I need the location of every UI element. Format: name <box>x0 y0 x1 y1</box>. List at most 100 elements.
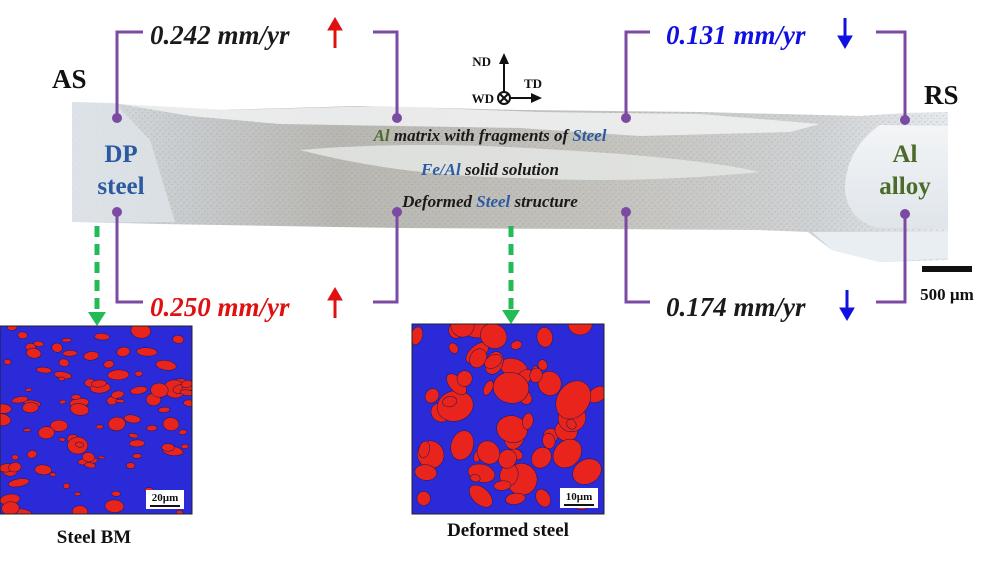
phase-grain <box>126 462 136 469</box>
scale-bar-label: 500 µm <box>920 285 974 304</box>
phase-grain <box>572 458 602 485</box>
bracket-dots <box>112 113 910 219</box>
phase-grain <box>62 350 78 357</box>
phase-grain <box>33 340 44 347</box>
phase-grain <box>529 367 543 383</box>
phase-grain <box>158 406 171 413</box>
phase-grain <box>58 376 66 381</box>
rate-top-left: 0.242 mm/yr <box>150 20 290 50</box>
phase-grain <box>58 358 70 367</box>
bracket-dot <box>112 113 122 123</box>
phase-grain <box>0 403 12 414</box>
phase-grain <box>94 333 110 341</box>
phase-grain <box>418 440 430 459</box>
phase-grain <box>7 478 30 488</box>
axis-nd: ND <box>472 54 491 69</box>
phase-grain <box>155 360 177 371</box>
green-dashed-arrow <box>88 226 106 326</box>
bracket-dot <box>392 207 402 217</box>
phase-grain <box>536 327 553 348</box>
phase-grain <box>3 359 12 365</box>
weld-texture <box>72 102 948 262</box>
out-of-plane-icon <box>497 91 511 105</box>
phase-grain <box>178 429 188 435</box>
phase-grain <box>37 426 55 440</box>
phase-grain <box>179 389 192 396</box>
phase-grain <box>49 472 57 477</box>
scale-bar-bm-label: 20µm <box>152 492 179 504</box>
phase-grain <box>115 399 125 404</box>
phase-grain <box>480 324 508 349</box>
bracket-dot <box>900 209 910 219</box>
phase-grain <box>469 474 481 483</box>
bracket-top-left <box>115 30 399 118</box>
phase-grain <box>83 351 100 361</box>
phase-grain <box>26 347 42 359</box>
phase-grain <box>17 331 28 339</box>
al-label: Al <box>893 141 918 168</box>
phase-grain <box>496 415 528 443</box>
phase-grain <box>412 326 424 345</box>
al-matrix-band <box>120 104 820 136</box>
phase-grain <box>448 342 459 354</box>
phase-grain <box>82 452 95 463</box>
phase-grain <box>456 370 473 387</box>
bracket-dot <box>900 115 910 125</box>
rate-bottom-left: 0.250 mm/yr <box>150 292 290 322</box>
arrow-up-icon <box>327 287 343 318</box>
phase-grain <box>566 418 577 430</box>
steel-label: steel <box>97 173 144 200</box>
arrow-down-icon <box>88 312 106 326</box>
rate-bottom-right: 0.174 mm/yr <box>666 292 806 322</box>
arrow-up-icon <box>499 53 509 64</box>
phase-grain <box>107 416 126 431</box>
axis-triad: ND TD WD <box>472 53 542 106</box>
phase-grain <box>58 437 66 442</box>
scale-bar-def-label: 10µm <box>566 491 593 503</box>
phase-grain <box>482 380 494 396</box>
phase-grain <box>522 412 534 430</box>
bracket-dot <box>112 207 122 217</box>
phase-grain <box>150 382 169 398</box>
phase-grain <box>442 396 458 408</box>
phase-grain <box>172 335 185 344</box>
phase-grain <box>111 490 121 497</box>
phase-grain <box>132 453 142 459</box>
phase-grain <box>50 419 68 432</box>
phase-grain <box>62 483 70 489</box>
phase-grain <box>8 462 22 473</box>
phase-grain <box>510 340 523 350</box>
green-dashed-arrow <box>502 226 520 324</box>
phase-grain <box>1 501 20 514</box>
phase-grain <box>542 432 556 449</box>
phase-grain <box>424 388 440 404</box>
bracket-bottom-left <box>115 212 399 304</box>
phase-grain <box>531 446 552 469</box>
bracket-top-right <box>624 30 907 120</box>
phase-grain <box>128 433 139 439</box>
phase-grain <box>84 462 96 469</box>
phase-grain <box>468 484 493 508</box>
phase-grain <box>181 379 192 389</box>
phase-grain <box>136 347 158 357</box>
phase-grain <box>36 366 52 374</box>
phase-grain <box>130 326 151 339</box>
phase-grain <box>0 413 12 427</box>
phase-grain <box>552 438 582 469</box>
al-alloy-region <box>845 125 948 228</box>
phase-grain <box>25 387 33 392</box>
zone-deformed-steel: Deformed Steel structure <box>401 192 578 211</box>
phase-grain <box>130 386 148 395</box>
phase-grain <box>535 488 551 508</box>
arrow-right-icon <box>531 93 542 103</box>
as-label: AS <box>52 64 87 94</box>
phase-grain <box>505 492 526 505</box>
phase-grain <box>450 430 474 461</box>
phase-grain <box>416 491 431 506</box>
arrow-up-icon <box>327 17 343 48</box>
phase-grain <box>107 369 130 381</box>
phase-grain <box>537 371 562 396</box>
axis-wd: WD <box>472 91 494 106</box>
arrow-down-icon <box>839 290 855 321</box>
phase-grain <box>492 372 530 404</box>
